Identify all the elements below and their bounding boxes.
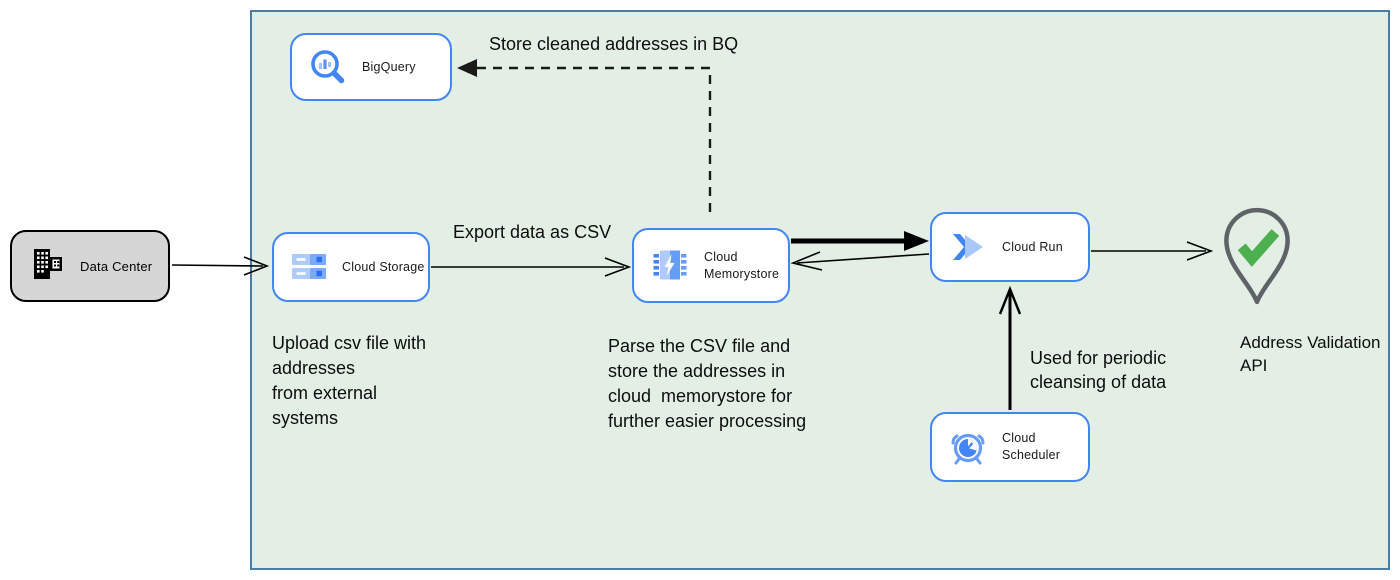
annotation-export-csv: Export data as CSV [453, 222, 612, 242]
node-label-cloud-memorystore: Cloud Memorystore [704, 249, 780, 281]
building-icon [30, 247, 66, 286]
map-pin-check-icon [1222, 206, 1393, 311]
system-boundary-container [250, 10, 1390, 570]
node-label-data-center: Data Center [80, 258, 153, 274]
node-cloud-run[interactable]: Cloud Run [930, 212, 1090, 282]
node-cloud-scheduler[interactable]: Cloud Scheduler [930, 412, 1090, 482]
node-data-center[interactable]: Data Center [10, 230, 170, 302]
bigquery-icon [308, 47, 348, 87]
node-label-cloud-run: Cloud Run [1002, 239, 1063, 254]
cloud-storage-icon [290, 252, 328, 282]
node-label-bigquery: BigQuery [362, 59, 416, 74]
node-label-cloud-storage: Cloud Storage [342, 259, 425, 274]
scheduler-icon [948, 427, 988, 467]
node-label-cloud-scheduler: Cloud Scheduler [1002, 431, 1061, 462]
annotation-parse-csv: Parse the CSV file and store the address… [608, 336, 807, 431]
node-address-validation-api[interactable]: Address Validation API [1208, 206, 1393, 377]
address-validation-api-label: Address Validation API [1240, 333, 1381, 375]
annotation-upload-csv: Upload csv file with addresses from exte… [272, 333, 427, 428]
annotation-periodic-cleansing: Used for periodic cleansing of data [1030, 348, 1167, 392]
node-bigquery[interactable]: BigQuery [290, 33, 452, 101]
memorystore-icon [650, 246, 690, 286]
node-cloud-storage[interactable]: Cloud Storage [272, 232, 430, 302]
cloud-run-icon [948, 229, 988, 265]
annotation-store-bq: Store cleaned addresses in BQ [489, 34, 739, 54]
node-cloud-memorystore[interactable]: Cloud Memorystore [632, 228, 790, 303]
